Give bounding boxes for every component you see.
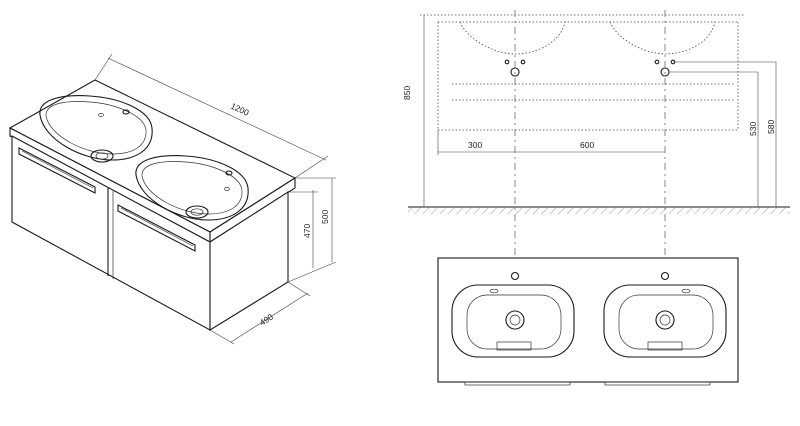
dimension-cabinet-height: 470 xyxy=(288,190,318,268)
dimension-depth-label: 490 xyxy=(258,311,276,327)
dimension-height: 500 xyxy=(288,178,336,282)
dimension-total-height-label: 850 xyxy=(402,86,412,100)
floor-hatch xyxy=(408,207,790,214)
dimension-drain-height-label: 580 xyxy=(766,120,776,134)
top-view-outline xyxy=(438,258,738,382)
dimension-cabinet-height-label: 470 xyxy=(302,224,312,238)
dimension-width-label: 1200 xyxy=(229,101,251,118)
dimension-total-height: 850 xyxy=(402,15,424,207)
dimension-outlet-height-label: 530 xyxy=(748,122,758,136)
dimension-wall-offset-label: 300 xyxy=(468,140,482,150)
dimension-horizontal: 300 600 xyxy=(438,130,665,155)
dimension-height-label: 500 xyxy=(320,210,330,224)
dimension-drain-height: 580 xyxy=(766,62,776,207)
top-view xyxy=(438,258,738,385)
dimension-outlet-height: 530 xyxy=(748,72,758,207)
front-view: 850 530 580 300 600 xyxy=(402,10,790,280)
isometric-view: 1200 500 470 490 xyxy=(10,54,336,344)
dimension-center-distance-label: 600 xyxy=(580,140,594,150)
